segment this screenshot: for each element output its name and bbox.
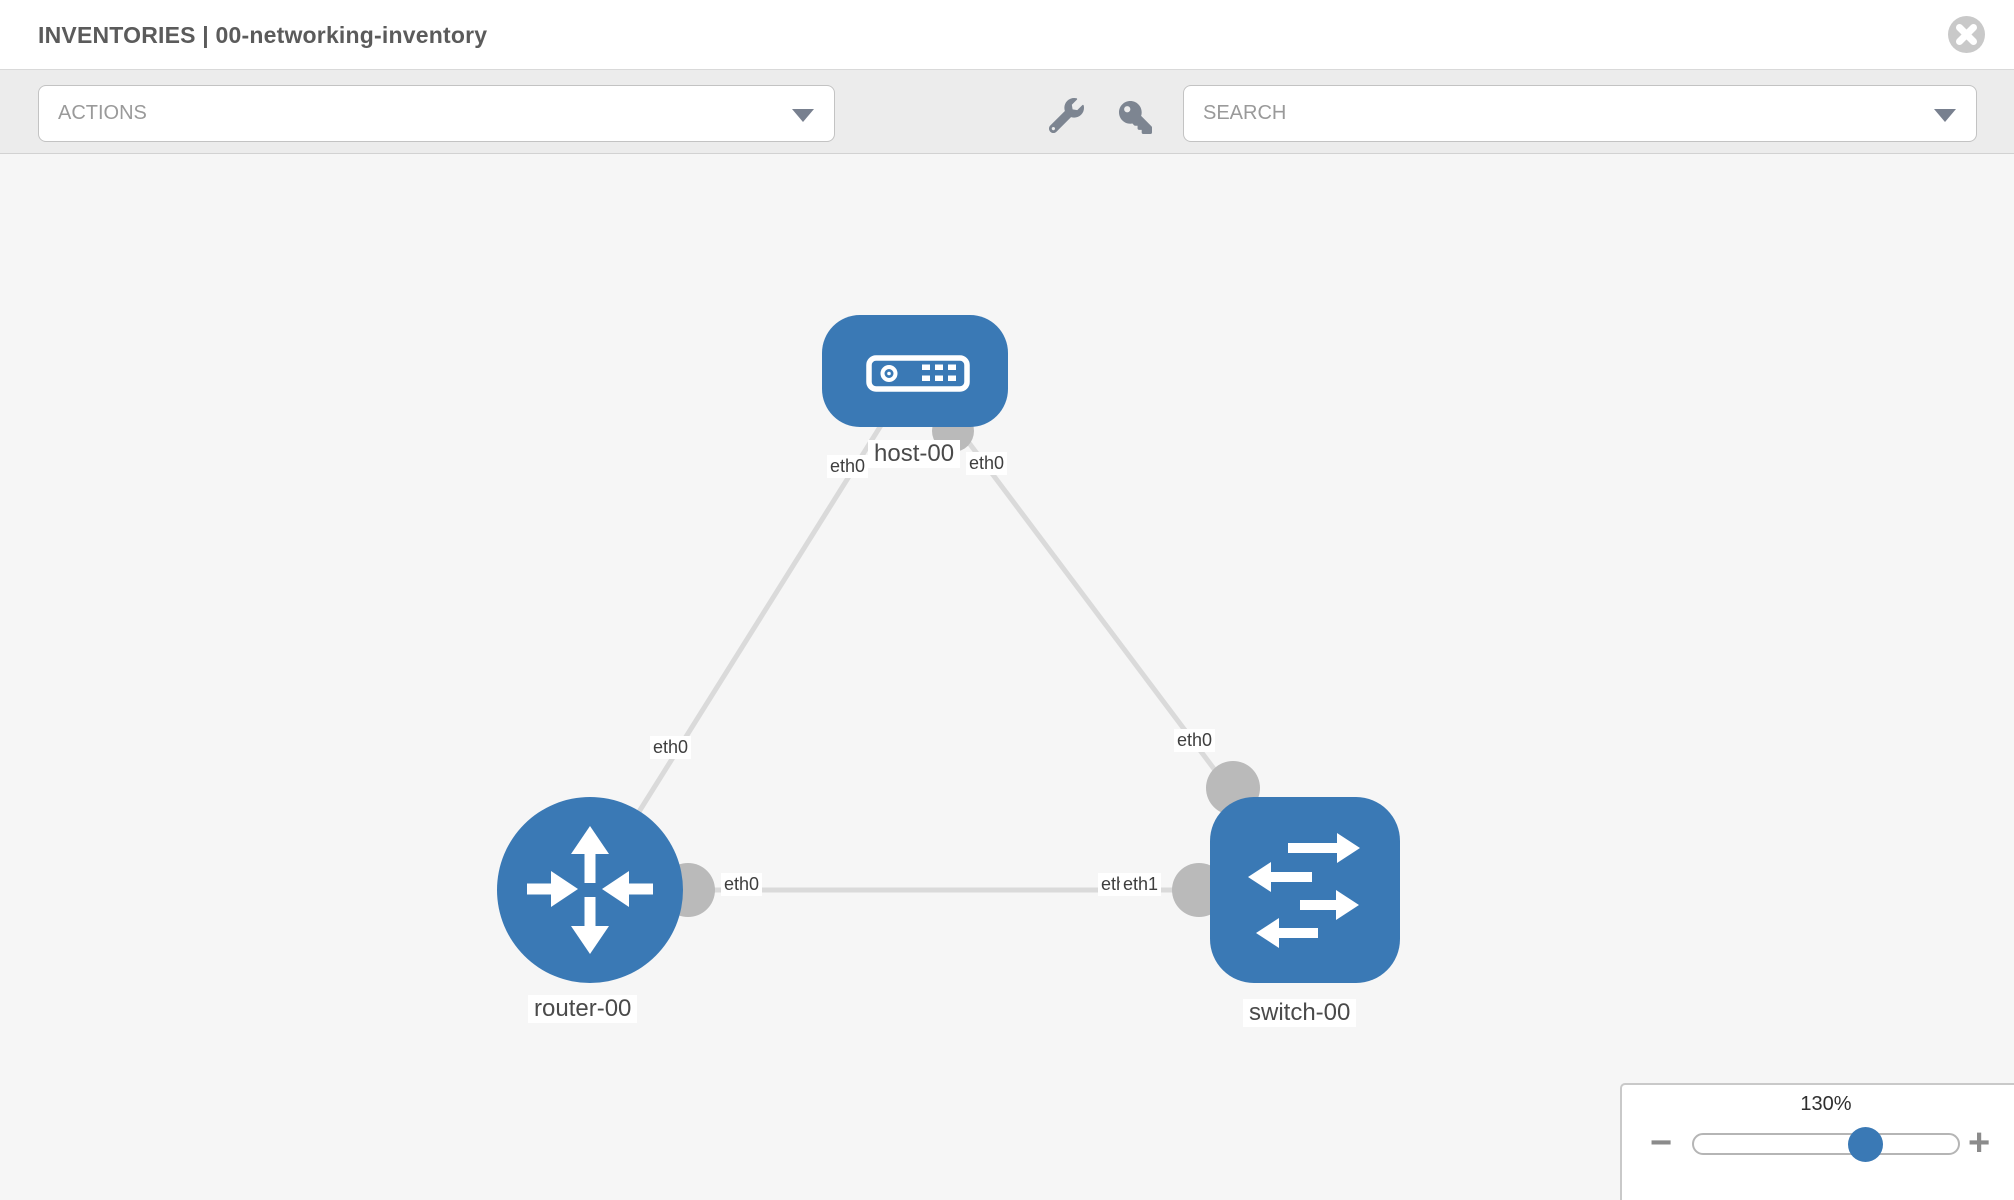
router-icon [527, 826, 653, 954]
close-button[interactable] [1947, 15, 1986, 54]
page-title: INVENTORIES | 00-networking-inventory [38, 22, 488, 48]
key-button[interactable] [1119, 101, 1152, 134]
header: INVENTORIES | 00-networking-inventory [0, 0, 2014, 70]
node-switch-00[interactable] [1210, 797, 1400, 983]
zoom-slider-knob[interactable] [1848, 1127, 1883, 1162]
zoom-in-button[interactable]: + [1968, 1122, 1991, 1164]
zoom-out-button[interactable]: − [1650, 1122, 1673, 1164]
interface-label: eth1 [1120, 873, 1162, 896]
zoom-control-panel: 130% − + [1620, 1083, 2014, 1200]
wrench-button[interactable] [1048, 98, 1084, 134]
actions-dropdown-label: ACTIONS [58, 102, 147, 124]
interface-label: eth0 [1174, 729, 1216, 752]
search-dropdown[interactable]: SEARCH [1183, 85, 1977, 142]
node-host-00[interactable] [822, 315, 1008, 427]
toolbar: ACTIONS SEARCH [0, 70, 2014, 154]
search-dropdown-label: SEARCH [1203, 102, 1287, 124]
chevron-down-icon [792, 109, 814, 122]
close-icon [1948, 16, 1985, 53]
interface-label: eth0 [827, 455, 869, 478]
zoom-level: 130% [1800, 1093, 1852, 1115]
switch-icon [1248, 833, 1360, 948]
interface-label: eth0 [721, 873, 763, 896]
node-label-host: host-00 [868, 440, 961, 468]
topology-canvas[interactable]: eth0 eth0 eth0 eth0 eth0 eth0 eth1 host-… [0, 154, 2014, 1200]
wrench-icon [1048, 98, 1084, 134]
interface-label: eth0 [650, 736, 692, 759]
host-icon [866, 355, 970, 392]
key-icon [1119, 101, 1152, 134]
node-label-router: router-00 [528, 995, 638, 1023]
chevron-down-icon [1934, 109, 1956, 122]
zoom-slider-track[interactable] [1692, 1133, 1960, 1155]
node-router-00[interactable] [497, 797, 683, 983]
interface-label: eth0 [966, 452, 1008, 475]
actions-dropdown[interactable]: ACTIONS [38, 85, 835, 142]
node-label-switch: switch-00 [1243, 999, 1357, 1027]
